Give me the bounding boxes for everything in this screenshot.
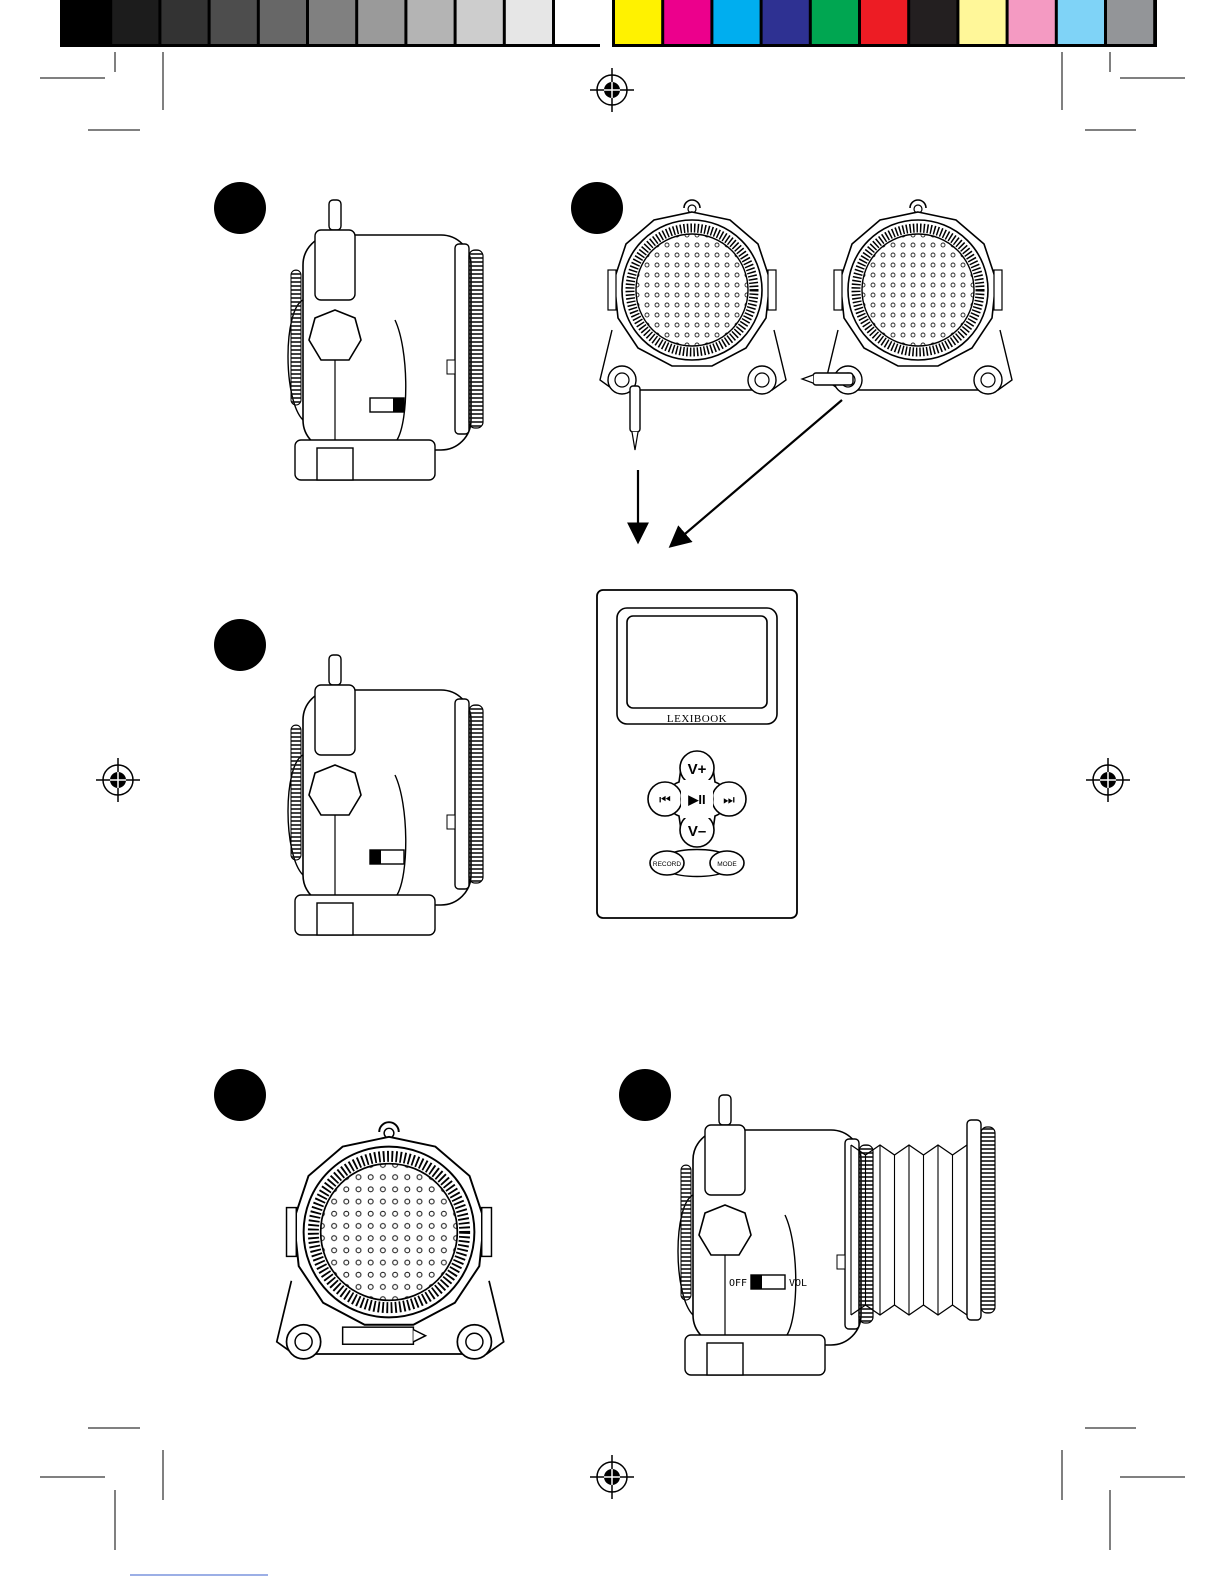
color-swatch xyxy=(812,0,858,44)
step-marker-5 xyxy=(619,1069,671,1121)
previous-button[interactable]: ⏮ xyxy=(659,792,671,807)
color-swatch xyxy=(861,0,907,44)
mode-button[interactable]: MODE xyxy=(717,861,737,868)
gray-swatch xyxy=(309,0,355,44)
gray-swatch xyxy=(555,0,601,44)
volume-down-button[interactable]: V– xyxy=(688,823,706,840)
registration-mark-bottom xyxy=(590,1455,634,1499)
color-swatch xyxy=(1107,0,1153,44)
gray-swatch xyxy=(407,0,453,44)
color-swatch xyxy=(664,0,710,44)
gray-swatch xyxy=(211,0,257,44)
registration-mark-top xyxy=(590,68,634,112)
gray-swatch xyxy=(358,0,404,44)
color-swatch xyxy=(713,0,759,44)
speaker-side-view-switch-on xyxy=(288,200,483,480)
speaker-front-plug-stored xyxy=(277,1122,504,1359)
switch-off-label: OFF xyxy=(729,1278,747,1289)
color-swatch xyxy=(910,0,956,44)
color-swatch xyxy=(763,0,809,44)
speaker-side-view-bellows-extended: OFF VOL xyxy=(678,1095,995,1375)
brand-logo: LEXIBOOK xyxy=(667,713,727,725)
step-marker-2 xyxy=(571,182,623,234)
registration-mark-right xyxy=(1086,758,1130,802)
step-marker-1 xyxy=(214,182,266,234)
step-marker-3 xyxy=(214,619,266,671)
speaker-front-left-plug-down xyxy=(600,200,786,450)
gray-swatch xyxy=(63,0,109,44)
gray-swatch xyxy=(457,0,503,44)
gray-swatch xyxy=(112,0,158,44)
gray-swatch xyxy=(506,0,552,44)
color-swatch xyxy=(959,0,1005,44)
gray-swatch xyxy=(161,0,207,44)
speaker-front-right-plug-side xyxy=(802,200,1012,394)
next-button[interactable]: ⏭ xyxy=(723,792,735,807)
play-pause-button[interactable]: ▶II xyxy=(687,792,705,807)
record-button[interactable]: RECORD xyxy=(653,861,681,868)
speaker-side-view-switch-off xyxy=(288,655,483,935)
volume-up-button[interactable]: V+ xyxy=(688,761,707,778)
printer-color-bar xyxy=(60,0,1157,47)
gray-swatch xyxy=(260,0,306,44)
color-swatch xyxy=(1009,0,1055,44)
color-swatch xyxy=(615,0,661,44)
mp3-player: LEXIBOOK V+ V– ⏮ ⏭ ▶II RECORD MODE xyxy=(597,590,797,918)
registration-mark-left xyxy=(96,758,140,802)
step-marker-4 xyxy=(214,1069,266,1121)
player-screen xyxy=(627,616,767,708)
color-swatch xyxy=(1058,0,1104,44)
switch-vol-label: VOL xyxy=(789,1278,807,1289)
connection-arrow-right xyxy=(672,400,842,545)
